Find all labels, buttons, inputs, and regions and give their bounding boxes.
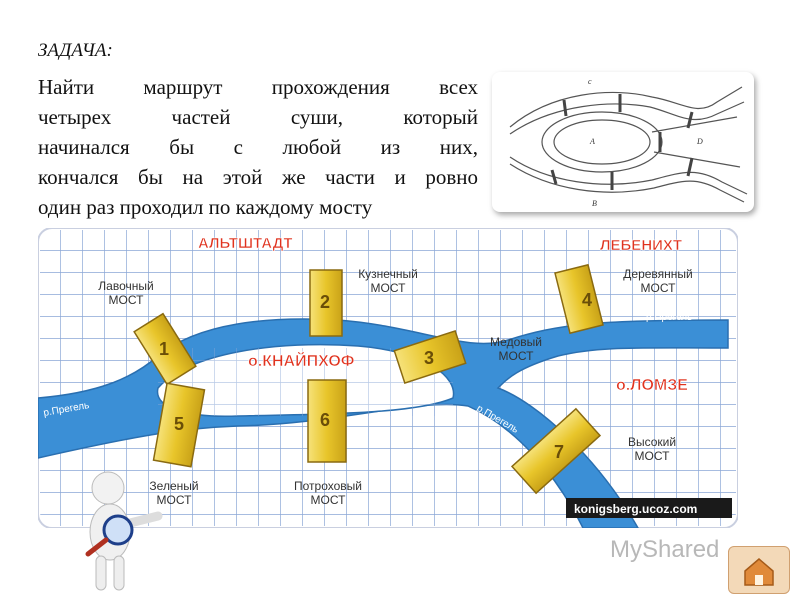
- bridge-3: 3: [393, 329, 467, 385]
- sketch-label-d: D: [696, 137, 703, 146]
- task-line: начинался бы с любой из них,: [38, 135, 478, 159]
- task-title: ЗАДАЧА:: [38, 40, 113, 61]
- bridge-number: 7: [554, 442, 564, 462]
- bridge-number: 3: [424, 348, 434, 368]
- magnifier-icon: [102, 514, 134, 546]
- bridge-4: 4: [554, 263, 604, 335]
- river-label-pregel: р.Прегель: [646, 312, 692, 323]
- bridge-2: 2: [309, 269, 343, 337]
- bridge-5: 5: [152, 382, 206, 468]
- task-text: Найти маршрут прохождения всех четырех ч…: [38, 72, 478, 222]
- task-line: кончался бы на этой же части и ровно: [38, 165, 478, 189]
- bridge-name: Лавочный: [98, 279, 153, 293]
- bridge-number: 4: [582, 290, 592, 310]
- task-line: четырех частей суши, который: [38, 105, 478, 129]
- konigsberg-map: АЛЬТШТАДТ ЛЕБЕНИХТ о.КНАЙПХОФ о.ЛОМЗЕ р.…: [37, 227, 739, 529]
- bridge-name: МОСТ: [109, 293, 145, 307]
- bridge-number: 1: [159, 339, 169, 359]
- bridge-6: 6: [307, 379, 347, 463]
- bridge-number: 2: [320, 292, 330, 312]
- task-line: один раз проходил по каждому мосту: [38, 195, 373, 219]
- map-source-label: konigsberg.ucoz.com: [574, 502, 697, 516]
- bridge-name: Деревянный: [623, 267, 692, 281]
- bridge-name: МОСТ: [157, 493, 193, 507]
- district-lebenikht: ЛЕБЕНИХТ: [600, 237, 682, 254]
- sketch-label-a: A: [589, 137, 595, 146]
- task-line: Найти маршрут прохождения всех: [38, 75, 478, 99]
- district-kneiphof: о.КНАЙПХОФ: [248, 351, 355, 370]
- bridge-name: МОСТ: [499, 349, 535, 363]
- district-altstadt: АЛЬТШТАДТ: [198, 235, 293, 252]
- bridge-name: Медовый: [490, 335, 542, 349]
- sketch-label-b: B: [592, 199, 597, 208]
- home-icon: [744, 558, 774, 586]
- bridge-name: МОСТ: [641, 281, 677, 295]
- bridge-7: 7: [510, 407, 602, 495]
- bridge-name: Высокий: [628, 435, 676, 449]
- bridge-name: МОСТ: [371, 281, 407, 295]
- sketch-label-c: c: [588, 77, 592, 86]
- bridge-1: 1: [133, 312, 197, 386]
- bridge-number: 6: [320, 410, 330, 430]
- euler-sketch: c A D B: [492, 72, 754, 212]
- home-button[interactable]: [728, 546, 790, 594]
- bridge-name: Потроховый: [294, 479, 362, 493]
- person-with-magnifier-illustration: [70, 470, 190, 595]
- district-lomse: о.ЛОМЗЕ: [616, 377, 688, 394]
- bridge-number: 5: [174, 414, 184, 434]
- myshared-watermark: MyShared: [610, 536, 720, 563]
- bridge-name: Кузнечный: [358, 267, 418, 281]
- bridge-name: МОСТ: [311, 493, 347, 507]
- bridge-name: Зеленый: [149, 479, 198, 493]
- bridge-name: МОСТ: [635, 449, 671, 463]
